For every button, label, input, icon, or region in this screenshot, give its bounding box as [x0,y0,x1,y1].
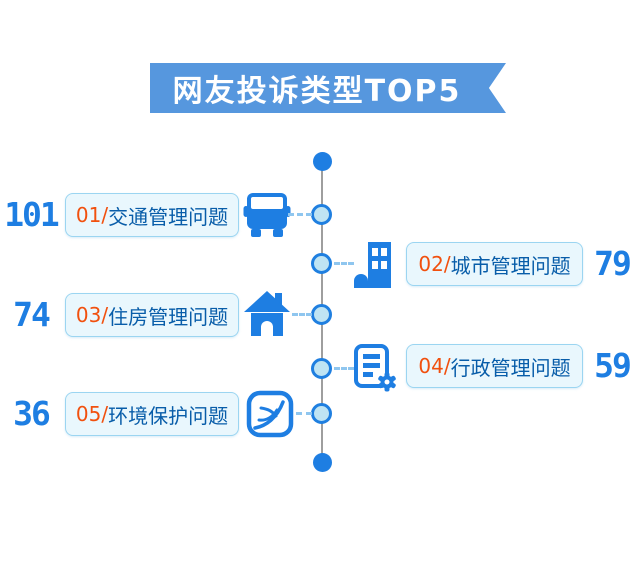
item-4-label-box: 04/行政管理问题 [406,344,583,388]
item-3-connector [292,313,312,316]
timeline-start-dot [313,152,332,171]
item-1-label-box: 01/交通管理问题 [65,193,239,237]
item-3-label: 住房管理问题 [108,304,229,329]
leaf-icon [246,390,294,438]
timeline-node-4 [311,358,332,379]
timeline-node-1 [311,204,332,225]
bus-icon [243,192,291,238]
item-2-connector [334,262,354,265]
item-4-rank: 04/ [418,354,451,378]
item-1-label: 交通管理问题 [108,204,229,229]
item-4-label: 行政管理问题 [450,355,571,380]
timeline-end-dot [313,453,332,472]
item-2-value: 79 [594,244,632,283]
timeline-node-3 [311,304,332,325]
item-2-label: 城市管理问题 [450,253,571,278]
item-3-label-box: 03/住房管理问题 [65,293,239,337]
item-5-value: 36 [13,394,51,433]
item-5-label: 环境保护问题 [108,403,229,428]
house-icon [244,291,290,337]
item-1-connector [288,213,312,216]
item-5-rank: 05/ [75,402,109,426]
item-2-rank: 02/ [418,252,451,276]
item-2-label-box: 02/城市管理问题 [406,242,583,286]
building-icon [353,241,399,289]
item-5-connector [296,412,312,415]
page-title: 网友投诉类型TOP5 [172,74,462,109]
item-4-value: 59 [594,346,632,385]
timeline-node-2 [311,253,332,274]
timeline-node-5 [311,403,332,424]
item-3-rank: 03/ [75,303,109,327]
item-1-value: 101 [4,195,60,234]
item-5-label-box: 05/环境保护问题 [65,392,239,436]
document-icon [352,344,398,392]
item-3-value: 74 [13,295,51,334]
title-ribbon: 网友投诉类型TOP5 [150,63,506,113]
item-4-connector [334,367,354,370]
item-1-rank: 01/ [75,203,109,227]
